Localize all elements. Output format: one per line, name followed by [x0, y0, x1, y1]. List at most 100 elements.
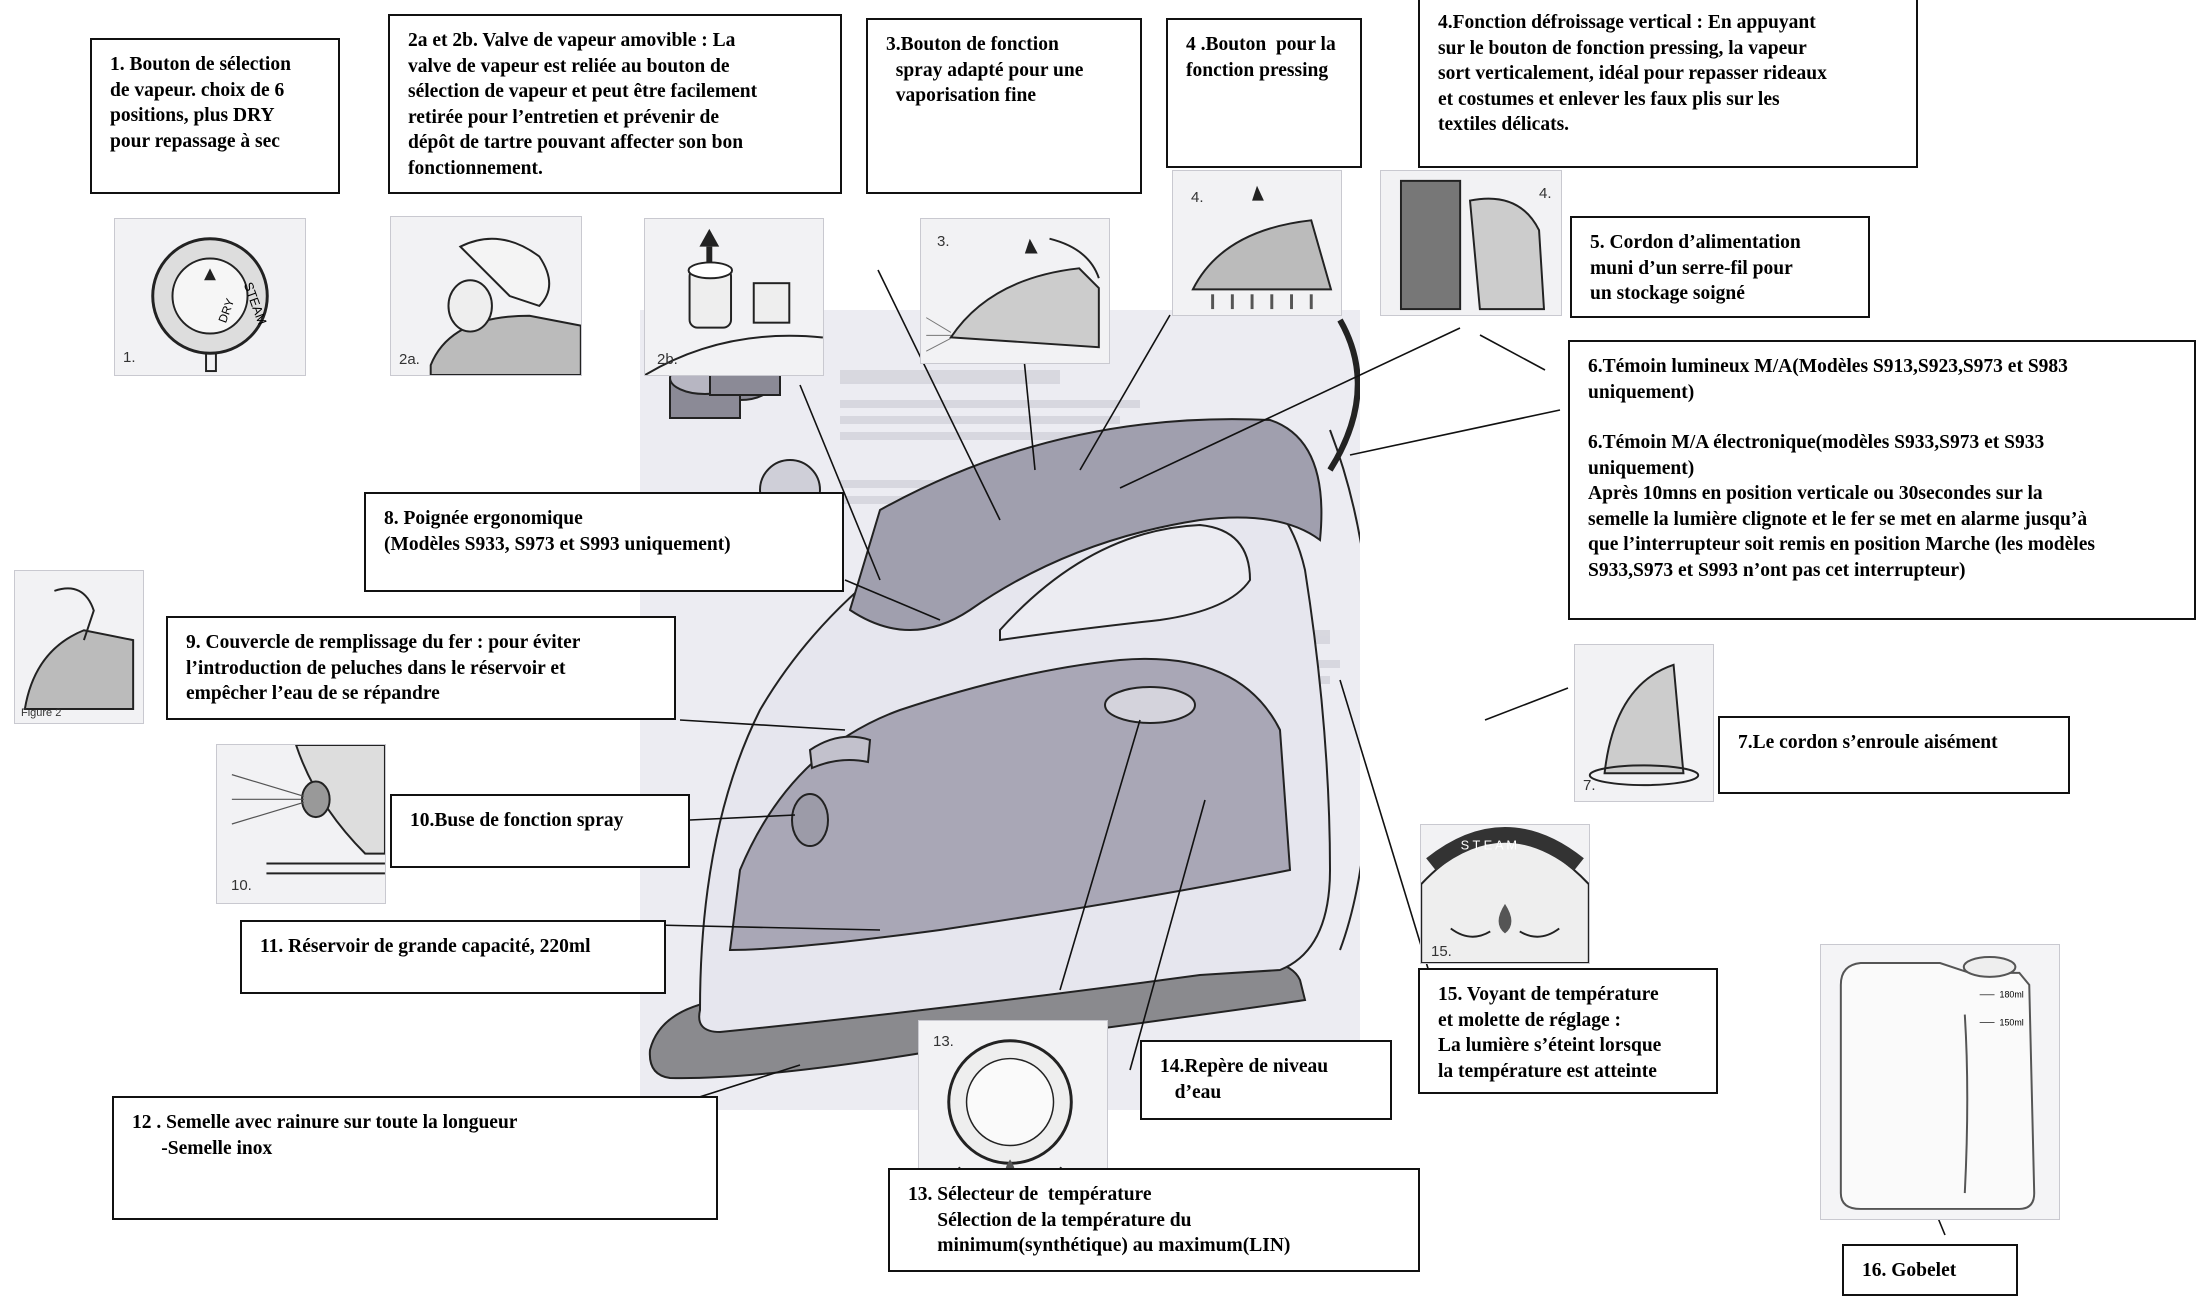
figure-number: 7.	[1583, 777, 1596, 794]
label-line: Sélection de la température du	[908, 1209, 1192, 1231]
label-5-power-cord: 5. Cordon d’alimentation muni d’un serre-…	[1570, 216, 1870, 318]
label-line: semelle la lumière clignote et le fer se…	[1588, 508, 2088, 530]
figure-number: 2b.	[657, 351, 678, 368]
label-line: un stockage soigné	[1590, 283, 1745, 304]
label-line: 4.Fonction défroissage vertical : En app…	[1438, 12, 1816, 33]
figure-number: 3.	[937, 233, 950, 250]
label-line: 6.Témoin lumineux M/A(Modèles S913,S923,…	[1588, 356, 2068, 377]
label-line: S933,S973 et S993 n’ont pas cet interrup…	[1588, 559, 1966, 581]
label-line: 4 .Bouton pour la	[1186, 34, 1336, 55]
handle	[848, 418, 1323, 631]
label-line: de vapeur. choix de 6	[110, 79, 285, 101]
label-1-steam-selector: 1. Bouton de sélection de vapeur. choix d…	[90, 38, 340, 194]
label-line: muni d’un serre-fil pour	[1590, 257, 1793, 279]
spray-nozzle	[791, 793, 829, 847]
label-line: uniquement)	[1588, 457, 1695, 479]
label-line	[1588, 405, 2180, 430]
label-8-ergonomic-handle: 8. Poignée ergonomique (Modèles S933, S97…	[364, 492, 844, 592]
figure-13-temperature-selector: 13.	[918, 1020, 1108, 1192]
figure-label: Figure 2	[21, 707, 62, 719]
dial15-steam-label: S T E A M	[1461, 838, 1517, 853]
label-16-cup: 16. Gobelet	[1842, 1244, 2018, 1296]
label-line: valve de vapeur est reliée au bouton de	[408, 55, 730, 77]
figure-16-cup: 180ml 150ml	[1820, 944, 2060, 1220]
figure-10-spray-nozzle: 10.	[216, 744, 386, 904]
label-line: 1. Bouton de sélection	[110, 54, 291, 75]
label-line: 6.Témoin M/A électronique(modèles S933,S…	[1588, 432, 2045, 453]
figure-number: 4.	[1191, 189, 1204, 206]
water-drop-icon	[1498, 903, 1512, 934]
figure-number: 1.	[123, 349, 136, 366]
label-line: minimum(synthétique) au maximum(LIN)	[908, 1235, 1291, 1256]
label-line: 8. Poignée ergonomique	[384, 508, 583, 529]
figure-1-steam-selector: STEAM DRY 1.	[114, 218, 306, 376]
water-tank	[728, 657, 1292, 952]
figure-number: 15.	[1431, 943, 1452, 960]
label-line: pour repassage à sec	[110, 130, 280, 152]
label-line: 12 . Semelle avec rainure sur toute la l…	[132, 1112, 518, 1133]
figure-4-vertical-steam: 4.	[1380, 170, 1562, 316]
label-line: et molette de réglage :	[1438, 1009, 1621, 1031]
figure-2b-valve-removed: 2b.	[644, 218, 824, 376]
label-line: 14.Repère de niveau	[1160, 1056, 1329, 1077]
label-line: (Modèles S933, S973 et S993 uniquement)	[384, 533, 731, 555]
label-7-cord-wrap: 7.Le cordon s’enroule aisément	[1718, 716, 2070, 794]
label-10-spray-nozzle: 10.Buse de fonction spray	[390, 794, 690, 868]
label-line: empêcher l’eau de se répandre	[186, 683, 440, 704]
label-line: d’eau	[1160, 1081, 1222, 1103]
figure-number: 13.	[933, 1033, 954, 1050]
label-line: vaporisation fine	[886, 85, 1037, 106]
figure-2-fill-cap: Figure 2	[14, 570, 144, 724]
label-6-on-off-light: 6.Témoin lumineux M/A(Modèles S913,S923,…	[1568, 340, 2196, 620]
figure-7-cord-wrap: 7.	[1574, 644, 1714, 802]
label-line: positions, plus DRY	[110, 105, 275, 126]
label-line: 2a et 2b. Valve de vapeur amovible : La	[408, 30, 736, 51]
figure-4-pressing-button: 4.	[1172, 170, 1342, 316]
cup-mark-180: 180ml	[2000, 990, 2024, 1000]
label-9-fill-cap: 9. Couvercle de remplissage du fer : pou…	[166, 616, 676, 720]
arrow-up-icon	[699, 228, 720, 247]
label-line: 11. Réservoir de grande capacité, 220ml	[260, 936, 591, 957]
label-2-removable-valve: 2a et 2b. Valve de vapeur amovible : La v…	[388, 14, 842, 194]
cup-mark-150: 150ml	[2000, 1017, 2024, 1027]
label-13-temperature-selector: 13. Sélecteur de température Sélection d…	[888, 1168, 1420, 1272]
label-line: sur le bouton de fonction pressing, la v…	[1438, 37, 1807, 59]
label-14-water-level: 14.Repère de niveau d’eau	[1140, 1040, 1392, 1120]
label-line: sort verticalement, idéal pour repasser …	[1438, 63, 1827, 84]
label-line: textiles délicats.	[1438, 114, 1570, 135]
figure-15-temperature-light: S T E A M 15.	[1420, 824, 1590, 964]
label-line: spray adapté pour une	[886, 59, 1084, 81]
power-cord	[1327, 318, 1360, 472]
label-11-water-tank: 11. Réservoir de grande capacité, 220ml	[240, 920, 666, 994]
label-line: uniquement)	[1588, 381, 1695, 403]
label-line: la température est atteinte	[1438, 1060, 1657, 1082]
label-line: l’introduction de peluches dans le réser…	[186, 657, 566, 679]
label-line: -Semelle inox	[132, 1137, 273, 1159]
figure-number: 4.	[1539, 185, 1552, 202]
label-line: retirée pour l’entretien et prévenir de	[408, 106, 720, 128]
arrow-down-icon	[204, 268, 216, 281]
label-line: et costumes et enlever les faux plis sur…	[1438, 88, 1780, 110]
label-line: La lumière s’éteint lorsque	[1438, 1035, 1662, 1056]
label-line: 9. Couvercle de remplissage du fer : pou…	[186, 632, 581, 653]
label-line: 13. Sélecteur de température	[908, 1184, 1152, 1205]
figure-number: 10.	[231, 877, 252, 894]
figure-number: 2a.	[399, 351, 420, 368]
label-line: 3.Bouton de fonction	[886, 34, 1059, 55]
label-line: sélection de vapeur et peut être facilem…	[408, 81, 758, 102]
label-3-spray-button: 3.Bouton de fonction spray adapté pour u…	[866, 18, 1142, 194]
label-4-pressing-button: 4 .Bouton pour la fonction pressing	[1166, 18, 1362, 168]
figure-3-spray-button: 3.	[920, 218, 1110, 364]
label-line: 7.Le cordon s’enroule aisément	[1738, 732, 1998, 753]
label-line: fonction pressing	[1186, 59, 1329, 81]
label-line: 5. Cordon d’alimentation	[1590, 232, 1801, 253]
label-line: fonctionnement.	[408, 157, 543, 179]
label-15-temperature-light: 15. Voyant de température et molette de r…	[1418, 968, 1718, 1094]
label-line: dépôt de tartre pouvant affecter son bon	[408, 132, 744, 153]
label-line: Après 10mns en position verticale ou 30s…	[1588, 483, 2043, 504]
label-line: 10.Buse de fonction spray	[410, 810, 624, 831]
label-12-soleplate: 12 . Semelle avec rainure sur toute la l…	[112, 1096, 718, 1220]
iron-illustration	[640, 310, 1360, 1110]
label-line: que l’interrupteur soit remis en positio…	[1588, 534, 2095, 555]
label-line: 15. Voyant de température	[1438, 984, 1659, 1005]
